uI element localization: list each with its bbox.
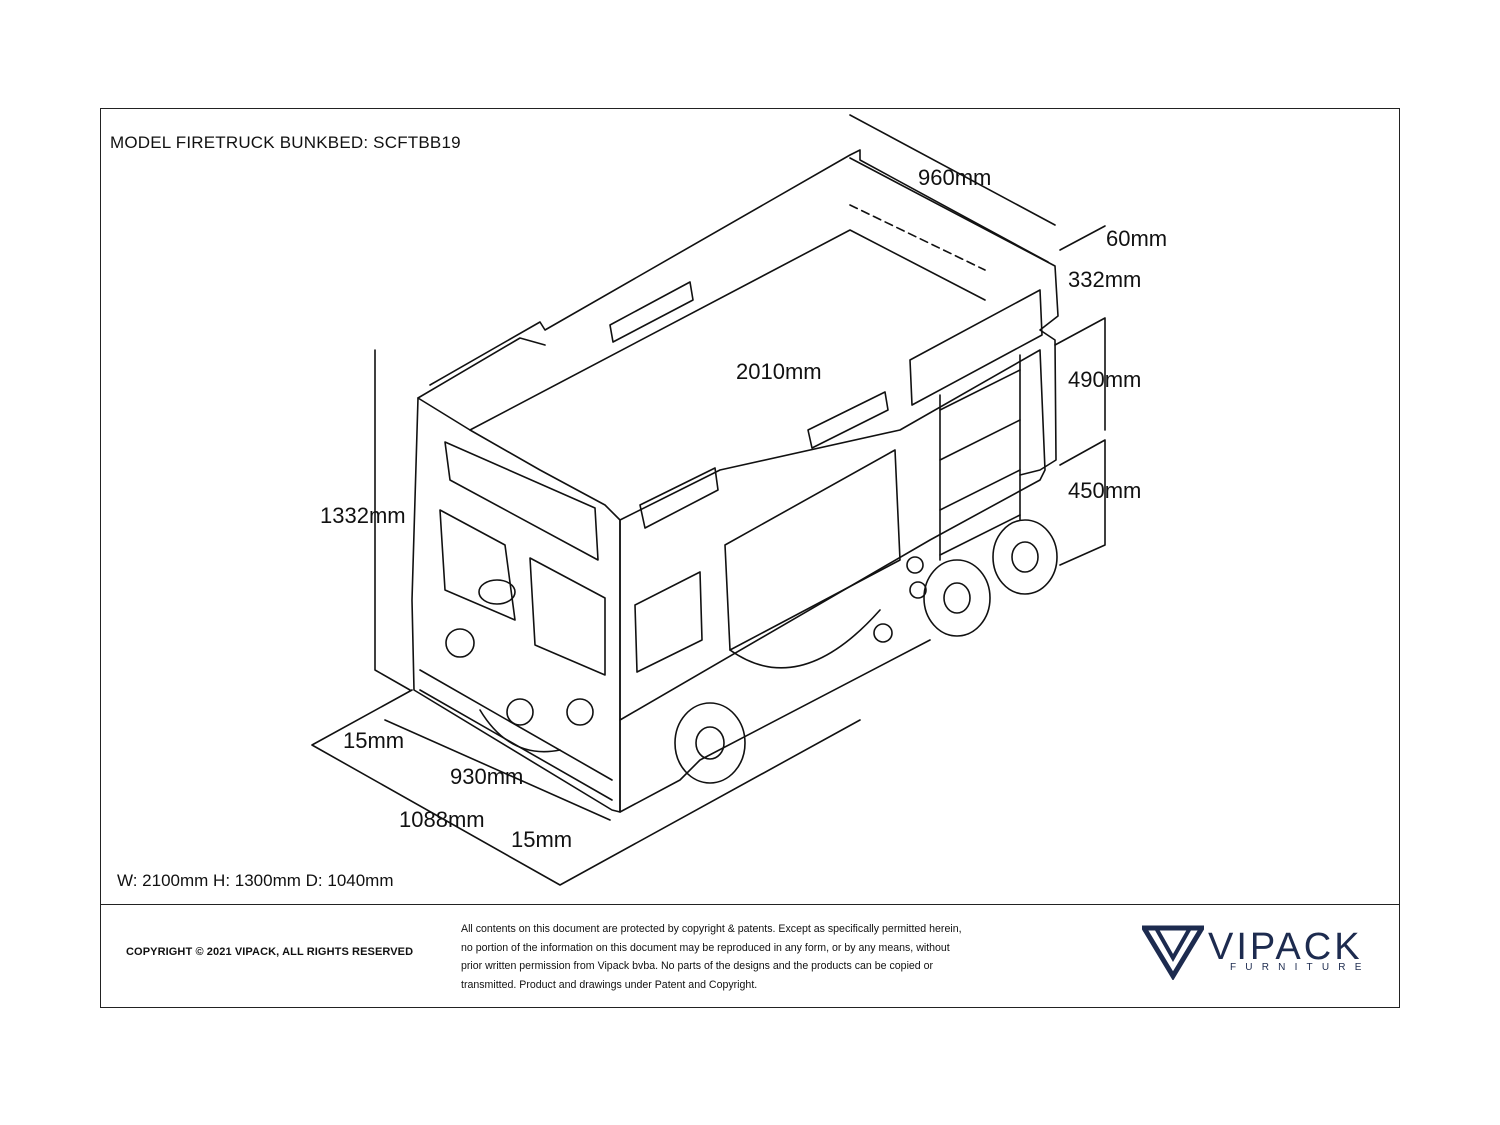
dim-rail-height: 332mm: [1068, 267, 1142, 292]
dim-line-2010: [849, 204, 986, 271]
dim-inner-depth: 930mm: [450, 764, 524, 789]
rear-wheel-1-hub: [943, 582, 971, 614]
logo-subtitle: FURNITURE: [1230, 962, 1371, 973]
side-panel: [619, 349, 1046, 721]
side-knob-2: [909, 581, 927, 599]
cab-mouth: [479, 709, 561, 753]
dim-line-1332: [374, 349, 411, 691]
rear-wheel-1: [923, 559, 991, 637]
dim-panel-left: 15mm: [343, 728, 405, 753]
dim-line-960: [849, 114, 1056, 226]
ladder-rungs: [939, 369, 1021, 556]
drawing-frame: [100, 108, 1400, 1008]
dim-total-height: 1332mm: [320, 503, 406, 528]
legal-line: All contents on this document are protec…: [461, 923, 962, 935]
side-knob-3: [873, 623, 893, 643]
cab-right-window: [529, 557, 606, 676]
legal-line: transmitted. Product and drawings under …: [461, 978, 758, 991]
cab-left-window: [439, 509, 516, 621]
headlight-right: [566, 698, 594, 726]
side-knob-1: [906, 556, 924, 574]
dim-line-450: [1059, 439, 1106, 566]
dim-upper-bunk: 490mm: [1068, 367, 1142, 392]
lower-bed-deck: [724, 449, 901, 651]
rear-wheel-2: [992, 519, 1058, 595]
side-window-1: [639, 467, 719, 529]
upper-front-panel-top: [417, 157, 1059, 476]
side-window-2: [807, 391, 889, 449]
copyright-notice: COPYRIGHT © 2021 VIPACK, ALL RIGHTS RESE…: [126, 946, 414, 958]
side-window-3: [609, 281, 694, 343]
vipack-logo-icon: [1142, 925, 1204, 980]
headlight-mid: [506, 698, 534, 726]
legal-notice: All contents on this document are protec…: [461, 920, 1061, 994]
upper-back-rail: [429, 149, 1049, 386]
dim-rail-thickness: 60mm: [1106, 226, 1168, 251]
legal-line: prior written permission from Vipack bvb…: [461, 960, 934, 972]
dim-length: 2010mm: [736, 359, 822, 384]
footer-divider: [100, 904, 1400, 905]
steering-wheel: [478, 579, 516, 605]
dim-total-depth: 1088mm: [399, 807, 485, 832]
rear-wheel-2-hub: [1011, 541, 1039, 573]
rear-arch: [729, 609, 881, 669]
overall-dimensions: W: 2100mm H: 1300mm D: 1040mm: [117, 871, 394, 890]
side-panel-lower: [619, 639, 931, 813]
drawing-title: MODEL FIRETRUCK BUNKBED: SCFTBB19: [110, 133, 461, 152]
rear-top-panel: [909, 289, 1043, 406]
front-wheel-hub: [695, 726, 725, 760]
upper-bed-deck: [469, 229, 986, 431]
vipack-logo: VIPACK FURNITURE: [1140, 922, 1390, 982]
dim-width-top: 960mm: [918, 165, 992, 190]
legal-line: no portion of the information on this do…: [461, 941, 950, 954]
logo-wordmark: VIPACK: [1208, 926, 1363, 968]
front-wheel: [674, 702, 746, 784]
side-window-front: [634, 571, 703, 673]
dim-line-60: [1059, 225, 1106, 251]
dim-panel-right: 15mm: [511, 827, 573, 852]
dim-lower-bunk: 450mm: [1068, 478, 1142, 503]
dim-line-490: [1054, 317, 1106, 431]
cab-windscreen-panel: [444, 441, 599, 561]
dim-line-1088: [311, 689, 861, 886]
headlight-left: [445, 628, 475, 658]
cab-outline: [411, 397, 621, 813]
dim-line-930: [384, 719, 611, 821]
